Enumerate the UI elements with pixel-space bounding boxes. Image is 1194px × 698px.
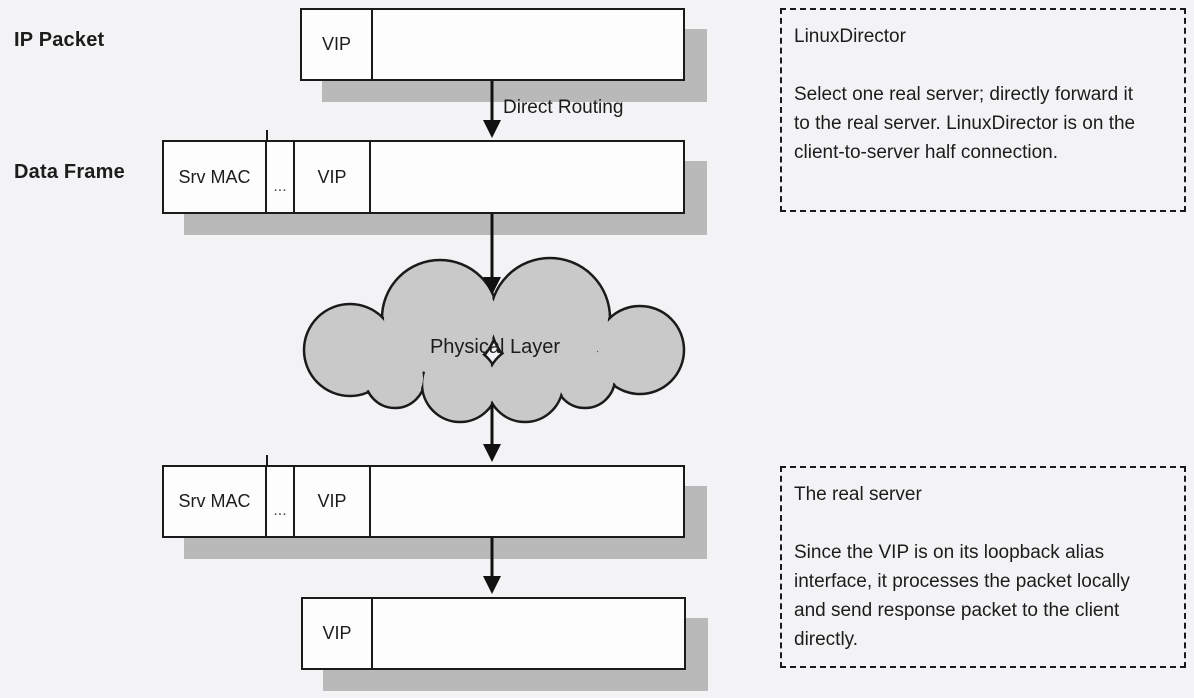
ellipsis-cell: ...: [267, 467, 295, 536]
data-frame-top: Srv MAC ... VIP: [162, 140, 685, 214]
srv-mac-cell: Srv MAC: [164, 467, 267, 536]
divider-tick: [266, 130, 268, 140]
cloud-label: Physical Layer: [430, 336, 560, 358]
direct-routing-label: Direct Routing: [503, 97, 624, 118]
divider-tick: [266, 455, 268, 465]
linux-director-note: LinuxDirector Select one real server; di…: [780, 8, 1186, 212]
vip-cell: VIP: [295, 142, 371, 212]
note-title: The real server: [794, 484, 922, 505]
payload-cell: [373, 10, 683, 79]
data-frame-label: Data Frame: [14, 161, 125, 183]
physical-layer-cloud: Physical Layer: [302, 256, 686, 424]
note-body: Since the VIP is on its loopback alias i…: [794, 542, 1130, 650]
payload-cell: [373, 599, 684, 668]
note-title: LinuxDirector: [794, 26, 906, 47]
ip-packet-frame: VIP: [300, 8, 685, 81]
vip-cell: VIP: [302, 10, 373, 79]
payload-cell: [371, 467, 683, 536]
note-body: Select one real server; directly forward…: [794, 84, 1136, 163]
data-frame-bottom: Srv MAC ... VIP: [162, 465, 685, 538]
ellipsis-cell: ...: [267, 142, 295, 212]
ip-packet-label: IP Packet: [14, 29, 105, 51]
real-server-note: The real server Since the VIP is on its …: [780, 466, 1186, 668]
ip-packet-frame-bottom: VIP: [301, 597, 686, 670]
srv-mac-cell: Srv MAC: [164, 142, 267, 212]
payload-cell: [371, 142, 683, 212]
vip-cell: VIP: [303, 599, 373, 668]
vip-cell: VIP: [295, 467, 371, 536]
